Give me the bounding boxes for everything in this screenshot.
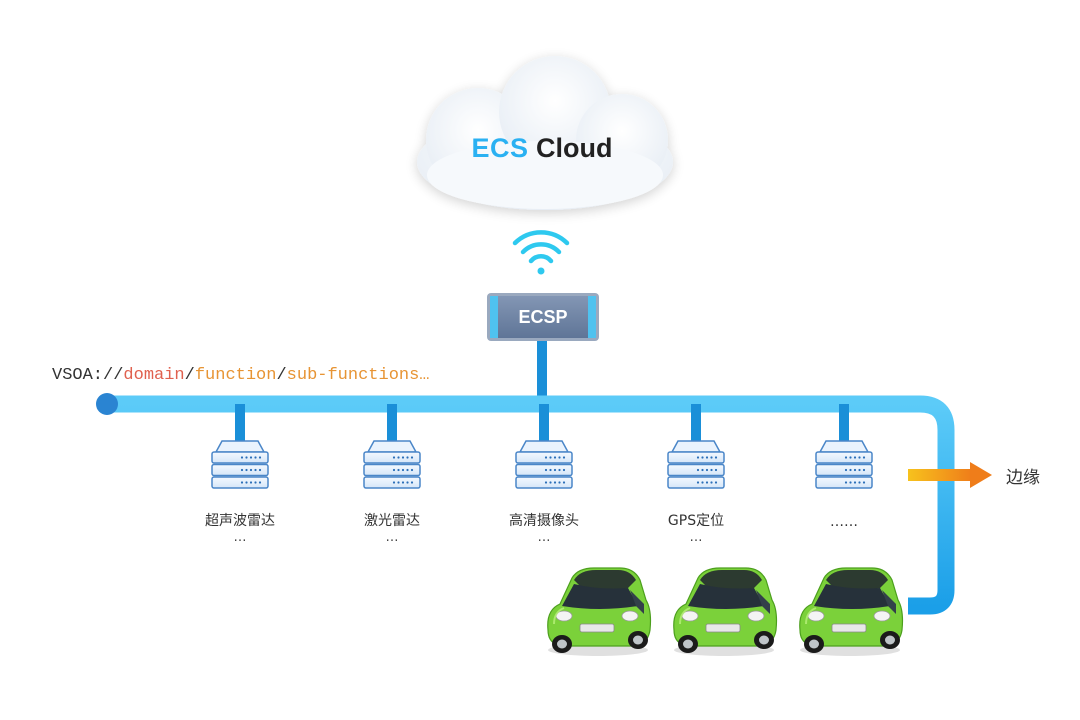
url-domain: domain — [123, 366, 185, 385]
sensor-connector — [387, 404, 397, 442]
sensor-label: GPS定位 — [667, 513, 725, 529]
url-separator: / — [276, 366, 287, 385]
car-icon — [673, 567, 778, 656]
edge-arrow-icon — [908, 462, 992, 488]
sensor-more: … — [385, 530, 399, 545]
server-icon — [363, 440, 421, 489]
ecsp-gateway: ECSP — [487, 293, 599, 341]
url-scheme: VSOA:// — [52, 366, 124, 385]
sensor-label: …… — [830, 514, 858, 530]
ecsp-label: ECSP — [518, 307, 568, 327]
gateway-connector — [537, 340, 547, 404]
server-icon — [515, 440, 573, 489]
edge-label: 边缘 — [1006, 468, 1040, 488]
sensor-connectors — [235, 404, 849, 442]
vsoa-url: VSOA://domain/function/sub-functions… — [52, 366, 430, 385]
data-bus — [96, 393, 955, 615]
sensor-connector — [539, 404, 549, 442]
ecsp-box-shape — [487, 293, 599, 341]
server-icon — [211, 440, 269, 489]
cloud-title-prefix: ECS — [471, 133, 529, 163]
bus-endpoint — [96, 393, 118, 415]
sensor-devices — [211, 440, 873, 489]
car-icon — [547, 567, 652, 656]
vehicles — [547, 567, 904, 656]
url-function: function — [194, 366, 277, 385]
cloud-title-suffix: Cloud — [536, 133, 613, 163]
sensor-connector — [235, 404, 245, 442]
sensor-label: 高清摄像头 — [509, 513, 579, 529]
url-separator: / — [184, 366, 195, 385]
cloud-icon — [417, 56, 673, 210]
sensor-label: 激光雷达 — [364, 513, 420, 529]
sensor-connector — [691, 404, 701, 442]
sensor-label: 超声波雷达 — [205, 513, 275, 529]
sensor-more: … — [537, 530, 551, 545]
server-icon — [667, 440, 725, 489]
car-icon — [799, 567, 904, 656]
cloud-title: ECS Cloud — [432, 133, 652, 164]
url-sub-functions: sub-functions… — [286, 366, 430, 385]
sensor-connector — [839, 404, 849, 442]
sensor-more: … — [689, 530, 703, 545]
server-icon — [815, 440, 873, 489]
wifi-icon — [512, 230, 570, 275]
sensor-more: … — [233, 530, 247, 545]
